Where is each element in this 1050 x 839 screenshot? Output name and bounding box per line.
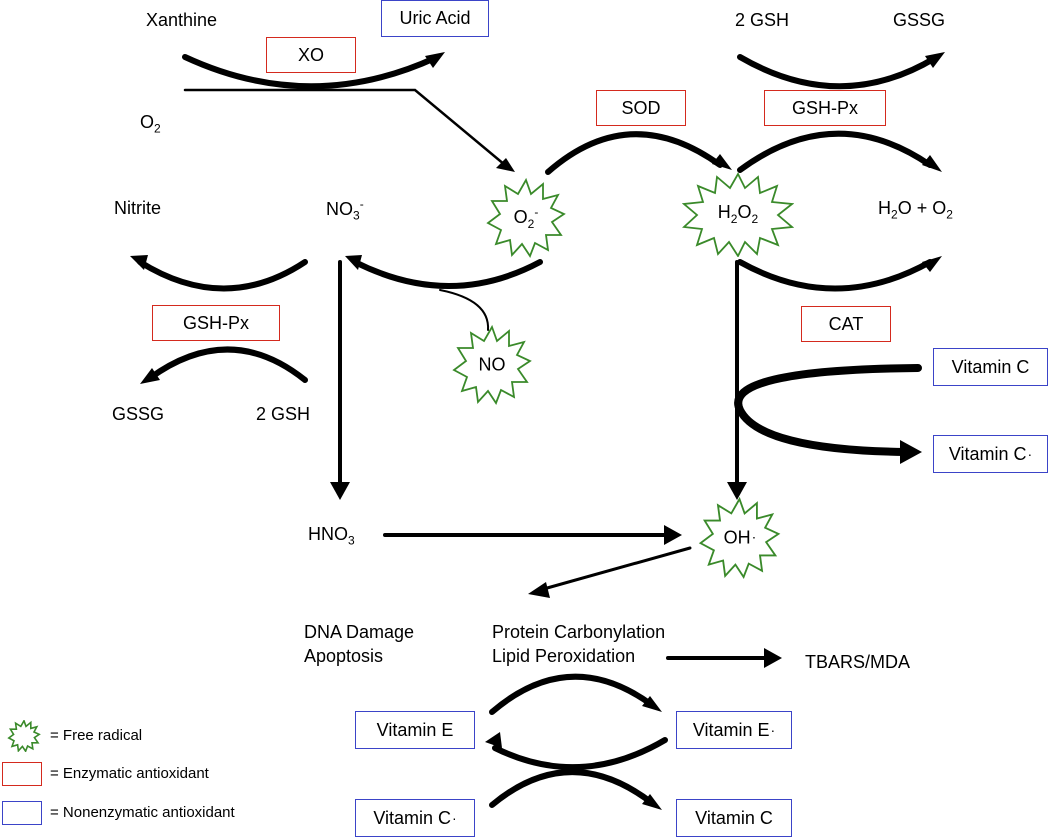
arrowhead-hno3: [330, 482, 350, 500]
xanthine-label: Xanthine: [146, 10, 218, 30]
no3-label: NO3-: [326, 197, 364, 223]
apoptosis-label: Apoptosis: [304, 646, 384, 666]
arrowhead-tbars: [764, 648, 782, 668]
oh-to-damage-arrow: [538, 546, 692, 592]
two-gsh-left-label: 2 GSH: [256, 404, 311, 424]
arrowhead-gssg-left: [140, 368, 160, 384]
uric-acid-box: Uric Acid: [381, 0, 489, 37]
legend-enzymatic-swatch: [2, 762, 42, 786]
hno3-label: HNO3: [308, 524, 355, 548]
cat-enzyme-box: CAT: [801, 306, 891, 342]
arrowhead-uric: [425, 52, 445, 68]
nitrite-label: Nitrite: [114, 198, 162, 218]
gshpx-top-enzyme-box: GSH-Px: [764, 90, 886, 126]
vitamin-e-radical-box: Vitamin E·: [676, 711, 792, 749]
legend-free-radical-icon: [7, 720, 41, 752]
arrowhead-h2o-o2-bottom: [922, 256, 942, 272]
legend-free-radical-label: = Free radical: [50, 727, 143, 744]
arrowhead-damage: [528, 582, 550, 598]
o2-to-superoxide-arrow: [183, 88, 507, 167]
arrowhead-nitrite: [130, 255, 148, 270]
gsh-top-arc-arrow: [737, 54, 938, 90]
h2o-o2-label: H2O + O2: [878, 198, 953, 222]
no-connector-line: [439, 289, 490, 331]
arrowhead-no3: [345, 255, 362, 270]
vitamin-c-right-box: Vitamin C: [933, 348, 1048, 386]
legend-nonenzymatic-swatch: [2, 801, 42, 825]
legend-nonenzymatic-label: = Nonenzymatic antioxidant: [50, 804, 235, 821]
vitamin-c-bottom-arc-arrow: [489, 769, 655, 808]
arrowhead-vitamin-e-radical: [642, 696, 662, 712]
no-label: NO: [478, 354, 506, 375]
arrowhead-vitamin-c-bottom: [642, 794, 662, 810]
sod-enzyme-box: SOD: [596, 90, 686, 126]
vitamin-c-radical-right-box: Vitamin C·: [933, 435, 1048, 473]
arrowhead-superoxide: [496, 158, 515, 172]
hydroxyl-radical-star: [698, 497, 781, 579]
arrowhead-h2o-o2-top: [922, 155, 942, 172]
vitamin-e-bottom-arc-arrow: [492, 737, 668, 771]
h2o2-label: H2O2: [717, 202, 759, 226]
arrowhead-oh-from-hno3: [664, 525, 682, 545]
gshpx-left-enzyme-box: GSH-Px: [152, 305, 280, 341]
h2o2-radical-star: [682, 172, 794, 257]
gsh-left-arc-arrow: [147, 346, 308, 383]
no-radical-star: [452, 325, 532, 405]
o2-label: O2: [140, 112, 161, 136]
cat-arc-arrow: [737, 259, 933, 292]
oh-label: OH·: [723, 527, 757, 548]
gshpx-top-arc-arrow: [737, 130, 933, 173]
superoxide-to-no3-arc-arrow: [352, 259, 543, 289]
arrowhead-vitamin-e: [485, 732, 502, 748]
gssg-top-label: GSSG: [893, 10, 946, 30]
sod-arc-arrow: [545, 131, 723, 175]
arrowhead-vitamin-c-radical: [900, 440, 922, 464]
arrowhead-oh-from-h2o2: [727, 482, 747, 500]
superoxide-radical-star: [486, 178, 566, 258]
vitamin-e-box: Vitamin E: [355, 711, 475, 749]
legend-enzymatic-label: = Enzymatic antioxidant: [50, 765, 209, 782]
dna-damage-label: DNA Damage: [304, 622, 415, 642]
superoxide-label: O2-: [513, 205, 539, 231]
vitamin-c-arc-arrow: [734, 364, 922, 456]
lipid-peroxidation-label: Lipid Peroxidation: [492, 646, 636, 666]
no3-to-nitrite-arc-arrow: [137, 259, 308, 292]
xo-arc-arrow: [182, 54, 438, 90]
arrowhead-h2o2: [712, 154, 732, 170]
xo-enzyme-box: XO: [266, 37, 356, 73]
two-gsh-top-label: 2 GSH: [735, 10, 790, 30]
vitamin-c-radical-bottom-box: Vitamin C·: [355, 799, 475, 837]
arrowhead-gssg-top: [925, 52, 945, 68]
vitamin-e-top-arc-arrow: [489, 673, 655, 715]
protein-carbonylation-label: Protein Carbonylation: [492, 622, 666, 642]
vitamin-c-bottom-box: Vitamin C: [676, 799, 792, 837]
gssg-left-label: GSSG: [112, 404, 165, 424]
tbars-mda-label: TBARS/MDA: [805, 652, 911, 672]
